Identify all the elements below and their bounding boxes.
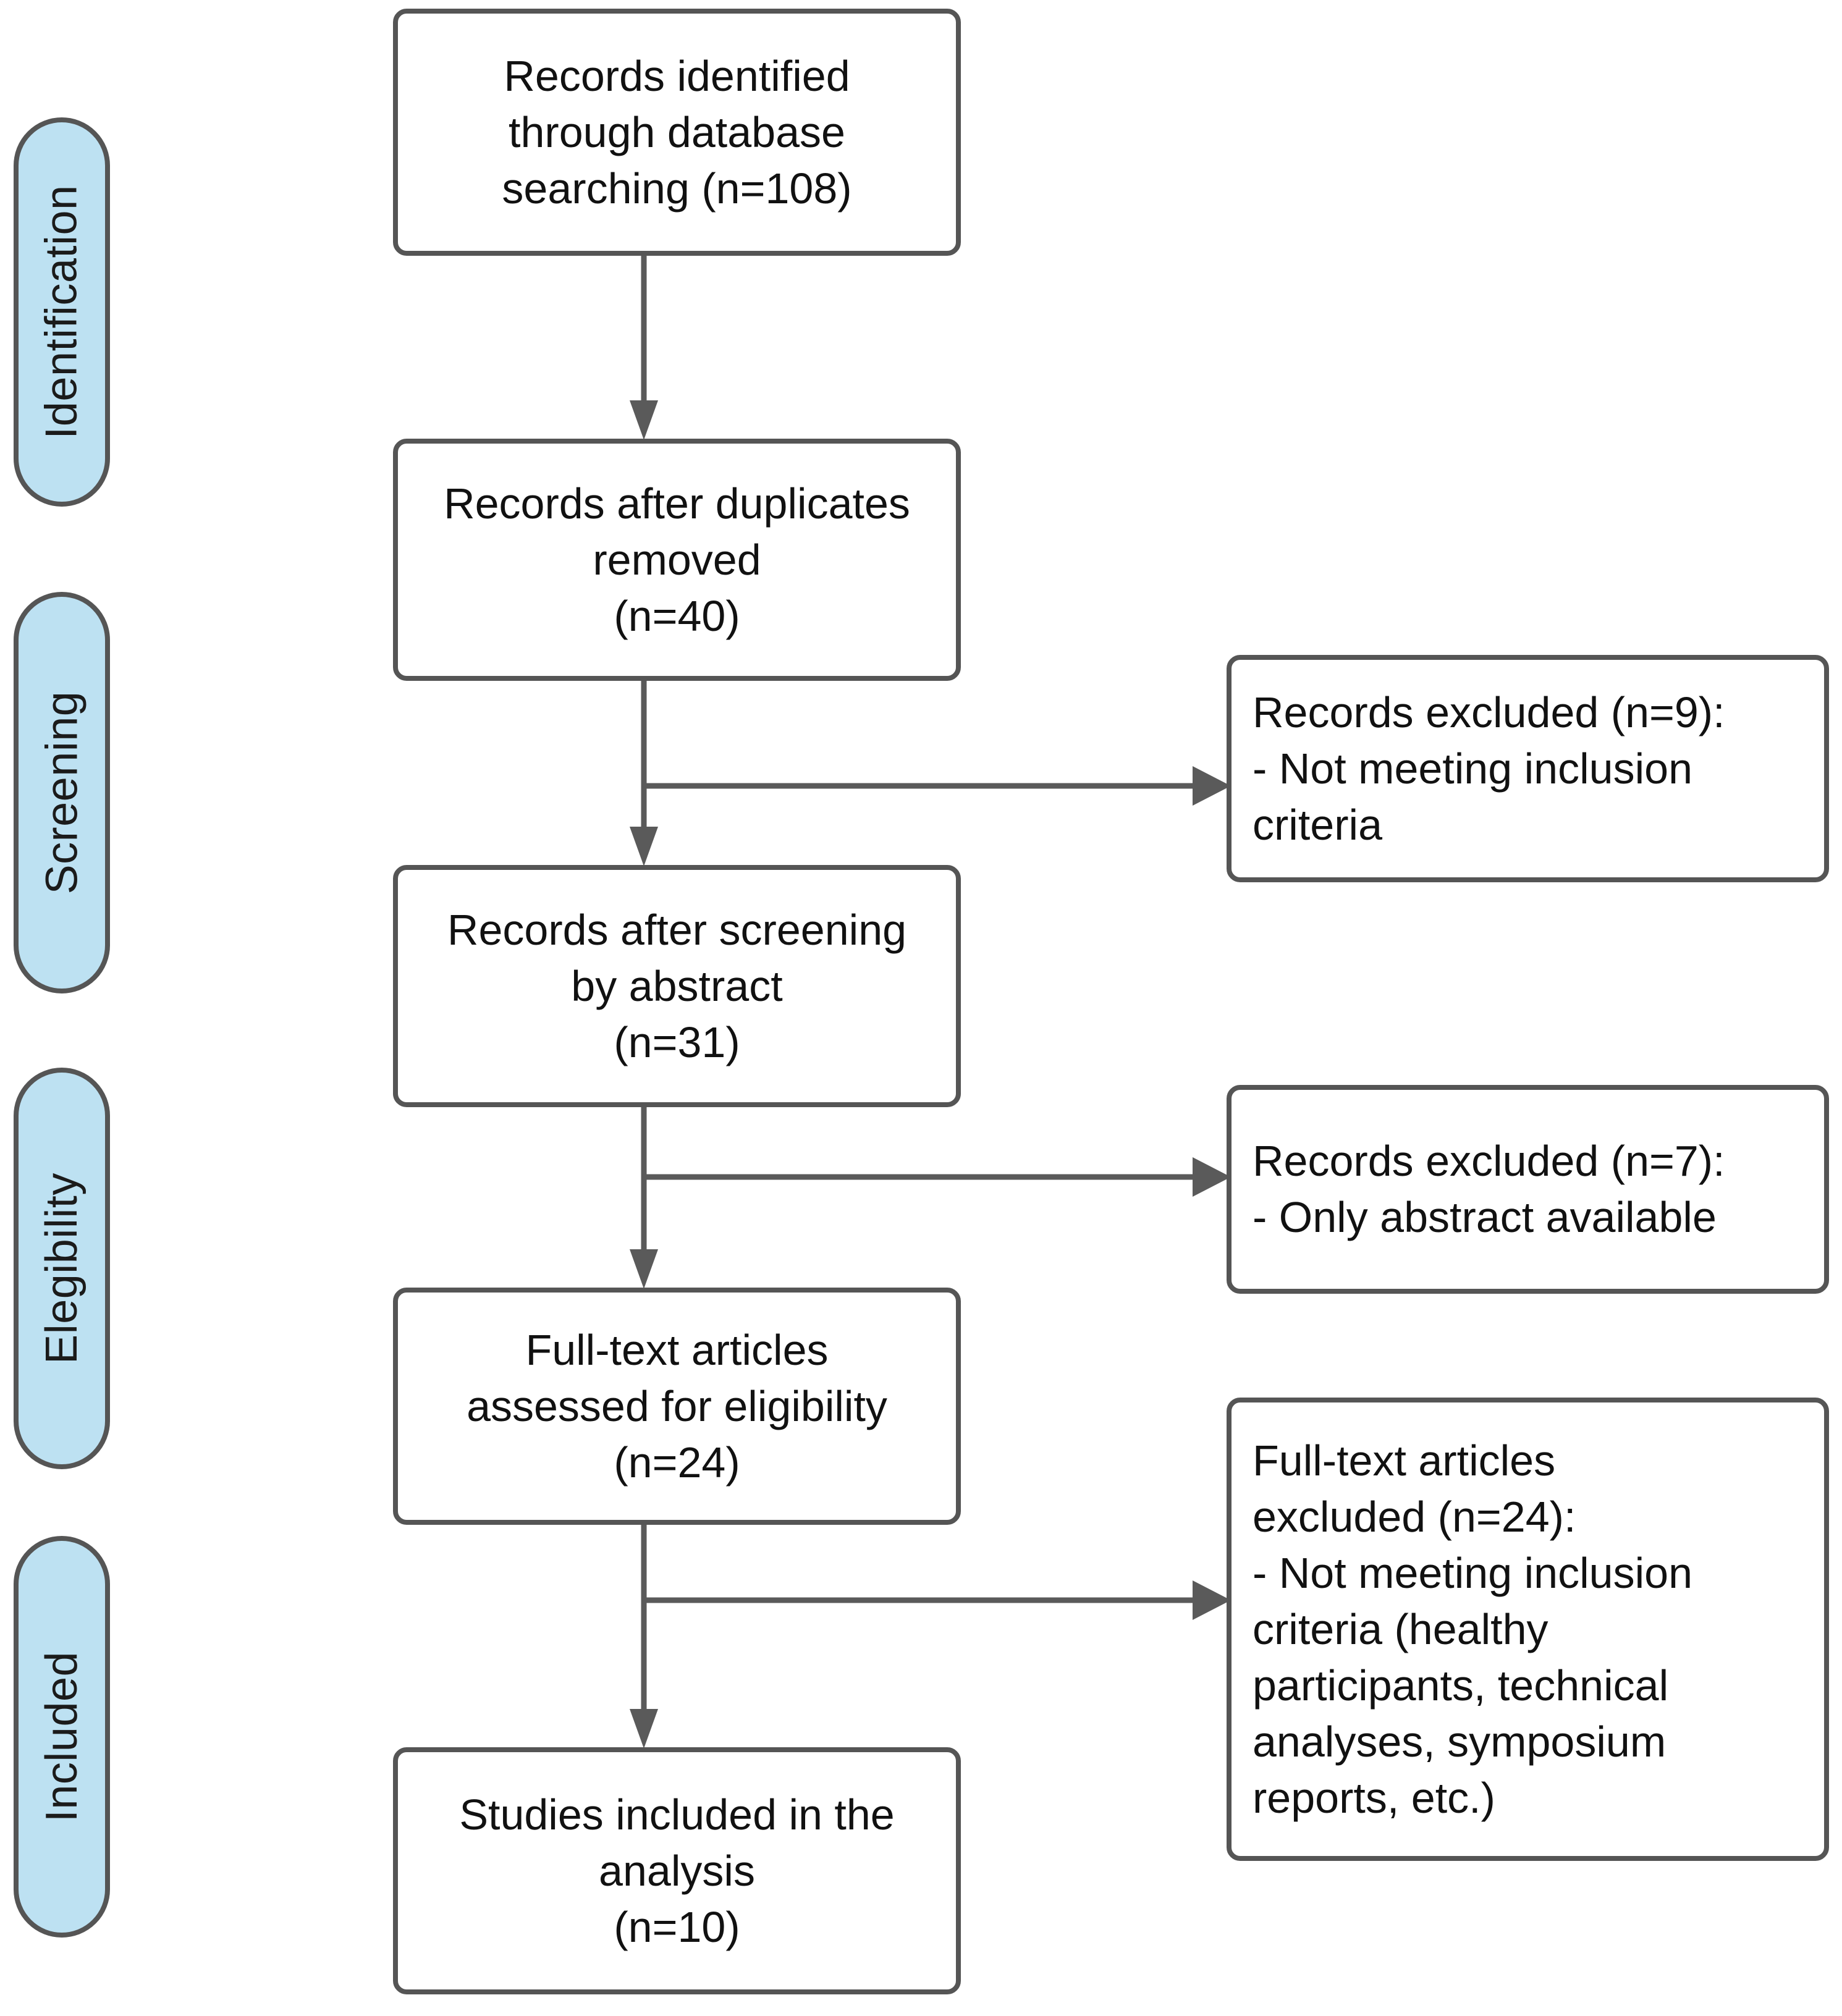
box-records-after-screening[interactable]: Records after screening by abstract (n=3… [393,865,961,1107]
box-studies-included-text: Studies included in the analysis (n=10) [459,1790,895,1951]
stage-pill-included[interactable]: Included [14,1536,110,1938]
box-records-excluded-9-text: Records excluded (n=9): - Not meeting in… [1253,688,1725,849]
connector-branch-fulltext-excluded-24 [644,1580,1231,1620]
box-records-after-duplicates[interactable]: Records after duplicates removed (n=40) [393,439,961,681]
box-full-text-assessed[interactable]: Full-text articles assessed for eligibil… [393,1288,961,1525]
connector-fulltext-to-included [630,1524,658,1748]
box-full-text-assessed-text: Full-text articles assessed for eligibil… [467,1325,887,1487]
box-records-excluded-7[interactable]: Records excluded (n=7): - Only abstract … [1227,1085,1829,1294]
box-records-after-screening-text: Records after screening by abstract (n=3… [447,905,907,1066]
box-records-identified[interactable]: Records identified through database sear… [393,9,961,256]
stage-label-included: Included [37,1651,87,1823]
stage-pill-screening[interactable]: Screening [14,592,110,993]
stage-label-identification: Identification [37,185,87,439]
box-full-text-excluded-24-text: Full-text articles excluded (n=24): - No… [1253,1436,1692,1822]
box-studies-included[interactable]: Studies included in the analysis (n=10) [393,1747,961,1994]
box-records-excluded-7-text: Records excluded (n=7): - Only abstract … [1253,1137,1725,1241]
stage-pill-identification[interactable]: Identification [14,117,110,507]
box-records-excluded-9[interactable]: Records excluded (n=9): - Not meeting in… [1227,655,1829,882]
box-records-after-duplicates-text: Records after duplicates removed (n=40) [444,479,910,640]
connector-identified-to-duplicates [630,253,658,440]
connector-screening-to-fulltext [630,1106,658,1289]
connector-branch-excluded-7 [644,1157,1231,1197]
box-full-text-excluded-24[interactable]: Full-text articles excluded (n=24): - No… [1227,1398,1829,1861]
stage-label-screening: Screening [37,691,87,895]
stage-pill-eligibility[interactable]: Elegibility [14,1068,110,1469]
connector-duplicates-to-screening [630,680,658,866]
box-records-identified-text: Records identified through database sear… [502,51,852,213]
connector-branch-excluded-9 [644,766,1231,806]
stage-label-eligibility: Elegibility [37,1173,87,1364]
